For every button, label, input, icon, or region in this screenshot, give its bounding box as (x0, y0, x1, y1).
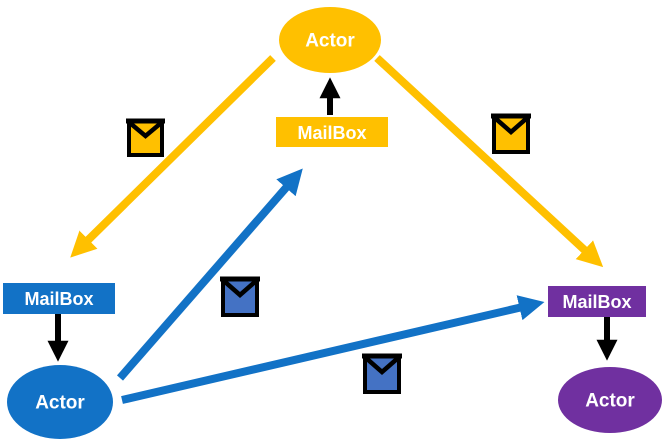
top-mailbox-label: MailBox (297, 123, 366, 143)
envelope-icon (362, 353, 402, 394)
envelope-icon (220, 276, 260, 317)
envelope-icon (491, 113, 531, 154)
envelope-flap (128, 121, 163, 139)
left-actor-label: Actor (35, 393, 85, 414)
right-actor-ellipse (558, 367, 662, 433)
node-top-actor: Actor (279, 7, 381, 73)
node-left-mailbox: MailBox (3, 283, 115, 314)
node-right-mailbox: MailBox (548, 286, 646, 317)
message-arrow-left-actor-to-right-mailbox (121, 295, 545, 404)
top-actor-label: Actor (305, 31, 355, 52)
right-actor-label: Actor (585, 391, 635, 412)
envelope-icon (126, 118, 165, 157)
envelope-flap (364, 356, 400, 375)
message-arrow-top-actor-to-right-mailbox (374, 55, 604, 268)
envelope-flap (222, 279, 258, 298)
node-right-actor: Actor (558, 367, 662, 433)
left-mailbox-rect (3, 283, 115, 314)
left-mailbox-label: MailBox (24, 289, 93, 309)
right-mailbox-rect (548, 286, 646, 317)
top-mailbox-rect (276, 117, 388, 147)
envelope-body (127, 119, 164, 157)
left-actor-ellipse (7, 365, 113, 439)
top-actor-ellipse (279, 7, 381, 73)
node-left-actor: Actor (7, 365, 113, 439)
node-top-mailbox: MailBox (276, 117, 388, 147)
right-mailbox-label: MailBox (562, 292, 631, 312)
envelope-flap (493, 116, 529, 135)
message-arrow-left-actor-to-top-mailbox (116, 168, 303, 381)
message-arrow-top-actor-to-left-mailbox (70, 55, 276, 258)
